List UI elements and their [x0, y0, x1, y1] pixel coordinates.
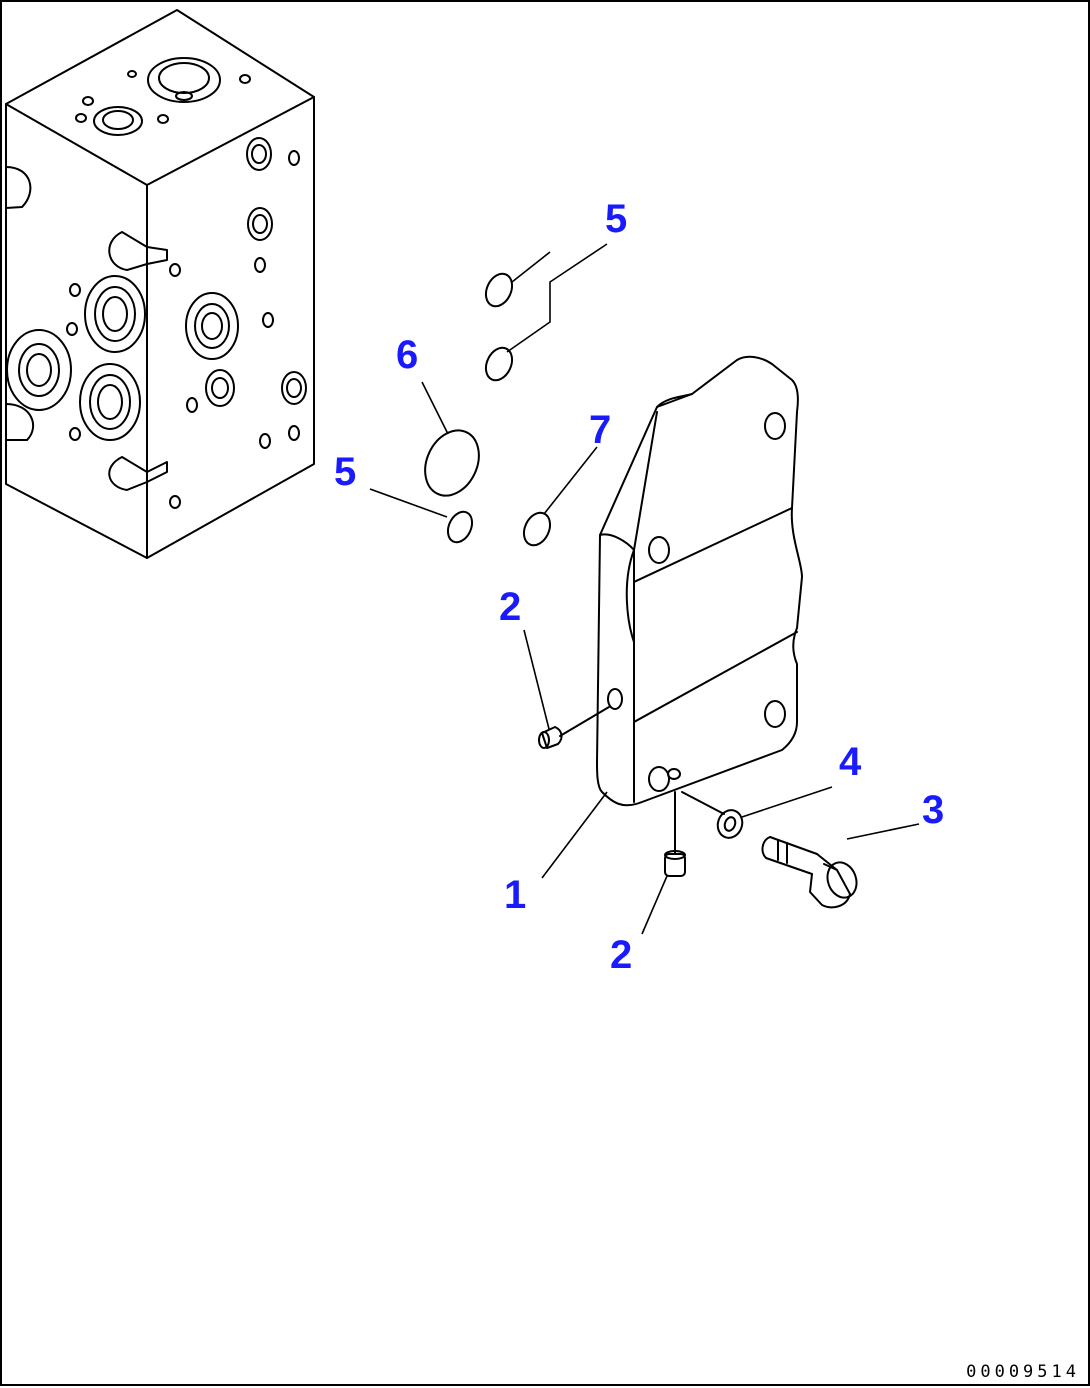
o-ring-7	[522, 511, 552, 547]
o-ring-6	[424, 429, 480, 497]
plug-2-bottom	[664, 791, 686, 877]
cover-plate	[596, 355, 803, 807]
bolt-3	[761, 836, 858, 909]
callout-1: 1	[504, 873, 526, 917]
washer-4	[681, 791, 744, 839]
callout-4: 4	[839, 740, 862, 784]
o-ring-5-upper-b	[484, 346, 514, 382]
leader-lines	[369, 243, 920, 935]
callout-2-upper: 2	[499, 585, 521, 629]
callout-2-lower: 2	[610, 933, 632, 977]
callout-5-top: 5	[605, 197, 627, 241]
callout-7: 7	[589, 408, 611, 452]
valve-body	[5, 9, 315, 559]
callout-3: 3	[922, 788, 944, 832]
callout-5-left: 5	[334, 450, 356, 494]
callout-6: 6	[396, 333, 418, 377]
o-ring-5-lower	[446, 510, 474, 544]
plug-2-side	[538, 706, 610, 749]
drawing-number: 00009514	[966, 1362, 1080, 1382]
o-ring-5-upper-a	[484, 272, 514, 308]
